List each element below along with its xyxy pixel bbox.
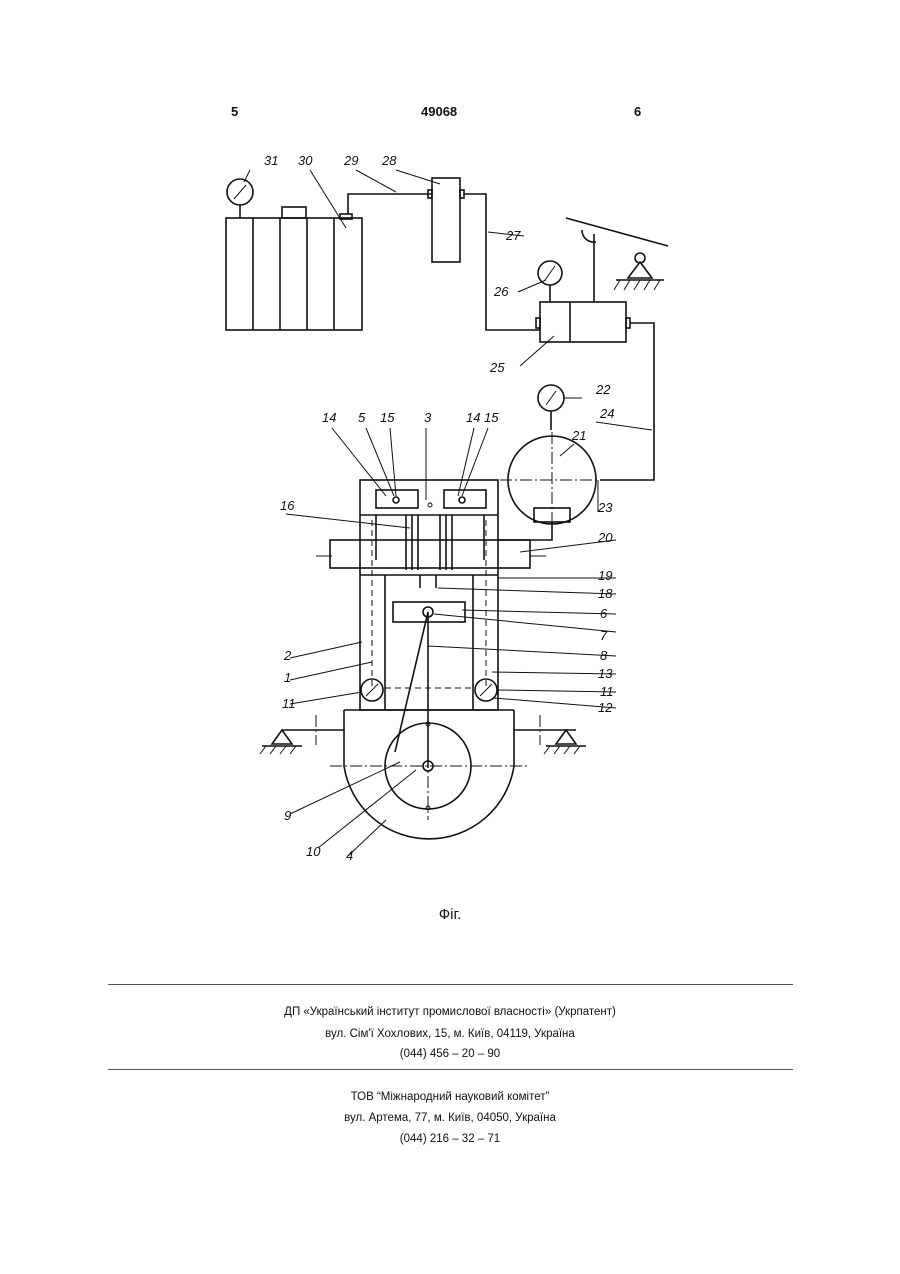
footer-org2-phone: (044) 216 – 32 – 71: [0, 1133, 900, 1145]
label-18: 18: [598, 586, 613, 601]
label-25: 25: [489, 360, 505, 375]
label-16: 16: [280, 498, 295, 513]
label-21: 21: [571, 428, 586, 443]
crankcase-4: [282, 710, 576, 839]
ground-supports: [260, 730, 586, 754]
label-7: 7: [600, 628, 608, 643]
label-20: 20: [597, 530, 613, 545]
engine-block: [316, 480, 546, 768]
footer-divider-middle: [108, 1069, 793, 1070]
label-15-right: 15: [484, 410, 499, 425]
label-14-right: 14: [466, 410, 480, 425]
gauge-22: [538, 385, 564, 430]
footer-org2-name: ТОВ “Міжнародний науковий комітет”: [0, 1091, 900, 1103]
lever-mechanism: [566, 218, 668, 302]
label-11-left: 11: [282, 696, 296, 711]
label-27: 27: [505, 228, 521, 243]
pipe-29: [348, 194, 432, 214]
label-4: 4: [346, 848, 353, 863]
label-12: 12: [598, 700, 613, 715]
accumulator-21: [498, 432, 606, 540]
label-23: 23: [597, 500, 613, 515]
label-11-right: 11: [600, 684, 614, 699]
label-31: 31: [264, 153, 278, 168]
label-2: 2: [283, 648, 292, 663]
label-28: 28: [381, 153, 397, 168]
label-10: 10: [306, 844, 321, 859]
label-13: 13: [598, 666, 613, 681]
pipe-27: [464, 194, 540, 330]
label-5: 5: [358, 410, 366, 425]
label-9: 9: [284, 808, 291, 823]
label-30: 30: [298, 153, 313, 168]
footer-divider-top: [108, 984, 793, 985]
label-15-left: 15: [380, 410, 395, 425]
label-14-left: 14: [322, 410, 336, 425]
leader-lines: [244, 170, 652, 856]
filter-28: [432, 178, 460, 262]
label-3: 3: [424, 410, 432, 425]
label-19: 19: [598, 568, 612, 583]
tank-30: [226, 207, 362, 330]
label-8: 8: [600, 648, 608, 663]
footer-org1-name: ДП «Український інститут промислової вла…: [0, 1006, 900, 1018]
footer-org2-address: вул. Артема, 77, м. Київ, 04050, Україна: [0, 1112, 900, 1124]
label-1: 1: [284, 670, 291, 685]
pipe-24: [600, 323, 654, 480]
label-26: 26: [493, 284, 509, 299]
technical-drawing: 31 30 29 28 27 26 25 22 24 21 23 3 14 5 …: [0, 0, 900, 900]
pump-25: [536, 302, 630, 342]
gauge-31: [227, 179, 253, 218]
label-22: 22: [595, 382, 611, 397]
footer-org1-phone: (044) 456 – 20 – 90: [0, 1048, 900, 1060]
figure-caption: Фіг.: [0, 906, 900, 923]
label-6: 6: [600, 606, 608, 621]
label-29: 29: [343, 153, 358, 168]
footer-org1-address: вул. Сім'ї Хохлових, 15, м. Київ, 04119,…: [0, 1028, 900, 1040]
label-24: 24: [599, 406, 614, 421]
